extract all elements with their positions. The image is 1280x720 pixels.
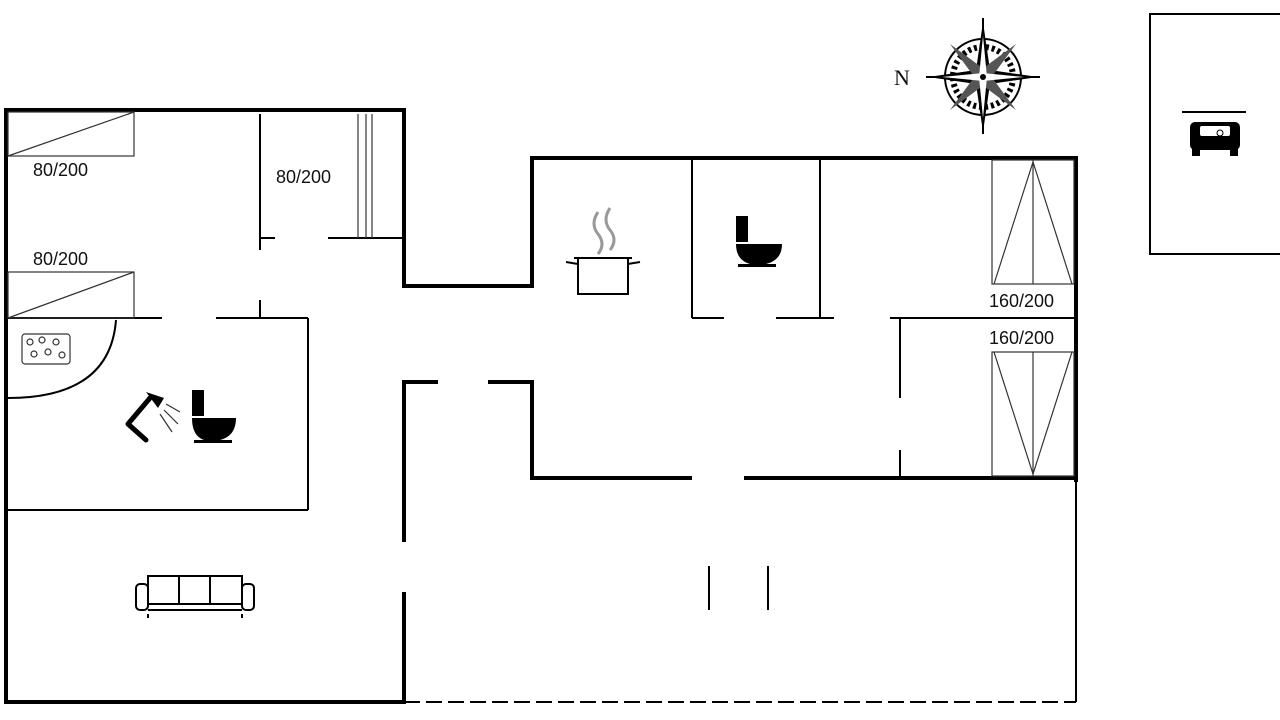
north-label: N: [894, 65, 910, 90]
toilet-icon: [192, 390, 236, 443]
bed-label: 160/200: [989, 328, 1054, 348]
sofa-icon: [135, 575, 255, 618]
bed-label: 160/200: [989, 291, 1054, 311]
cooking-pot-icon: [565, 207, 641, 295]
bed-single-top: [7, 111, 135, 157]
interior-walls: [6, 114, 1074, 610]
bed-label: 80/200: [33, 249, 88, 269]
bed-single-middle: [7, 271, 135, 319]
toilet-icon: [736, 216, 782, 267]
car-icon: [1190, 122, 1240, 156]
walls: [4, 108, 1078, 704]
carport: [1149, 13, 1280, 255]
bed-label: 80/200: [33, 160, 88, 180]
whirlpool-icon: [7, 319, 117, 399]
bed-double-top: [991, 159, 1075, 285]
bed-double-bottom: [991, 351, 1075, 477]
shower-icon: [125, 392, 181, 443]
bed-label: 80/200: [276, 167, 331, 187]
compass-rose-icon: [926, 18, 1040, 134]
